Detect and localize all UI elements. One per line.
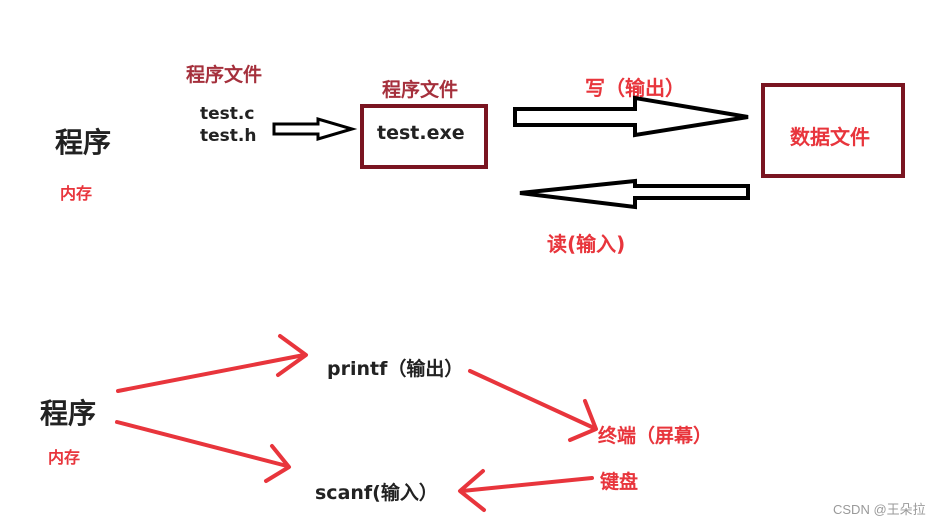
data-file-label: 数据文件 [790, 125, 870, 149]
bottom-program-label: 程序 [40, 397, 97, 430]
printf-label: printf（输出） [327, 358, 464, 380]
keyboard-label: 键盘 [600, 471, 639, 493]
bottom-memory-label: 内存 [48, 448, 81, 467]
top-program-label: 程序 [55, 126, 112, 159]
exe-file-title: 程序文件 [382, 79, 459, 101]
source-file-h: test.h [200, 126, 257, 146]
terminal-screen-label: 终端（屏幕） [598, 425, 713, 447]
scanf-label: scanf(输入） [315, 482, 438, 504]
keyboard-to-scanf-arrow [460, 476, 594, 493]
read-arrow [519, 178, 750, 210]
source-file-title: 程序文件 [186, 64, 263, 86]
program-to-scanf-arrow [115, 420, 289, 468]
keyboard-to-scanf-arrowhead [458, 469, 486, 512]
write-arrow [513, 95, 749, 138]
exe-file-name: test.exe [377, 122, 465, 144]
read-input-label: 读(输入) [547, 232, 626, 256]
printf-to-terminal-arrow [468, 369, 596, 430]
program-to-printf-arrow [116, 353, 306, 393]
compile-arrow [272, 116, 358, 142]
exe-file-box [360, 104, 488, 169]
watermark: CSDN @王朵拉 [833, 502, 926, 517]
printf-to-terminal-arrowhead [568, 399, 598, 442]
source-file-c: test.c [200, 104, 255, 124]
top-memory-label: 内存 [60, 184, 93, 203]
program-to-scanf-arrowhead [264, 444, 291, 483]
program-to-printf-arrowhead [276, 334, 308, 377]
data-file-box [761, 83, 905, 178]
